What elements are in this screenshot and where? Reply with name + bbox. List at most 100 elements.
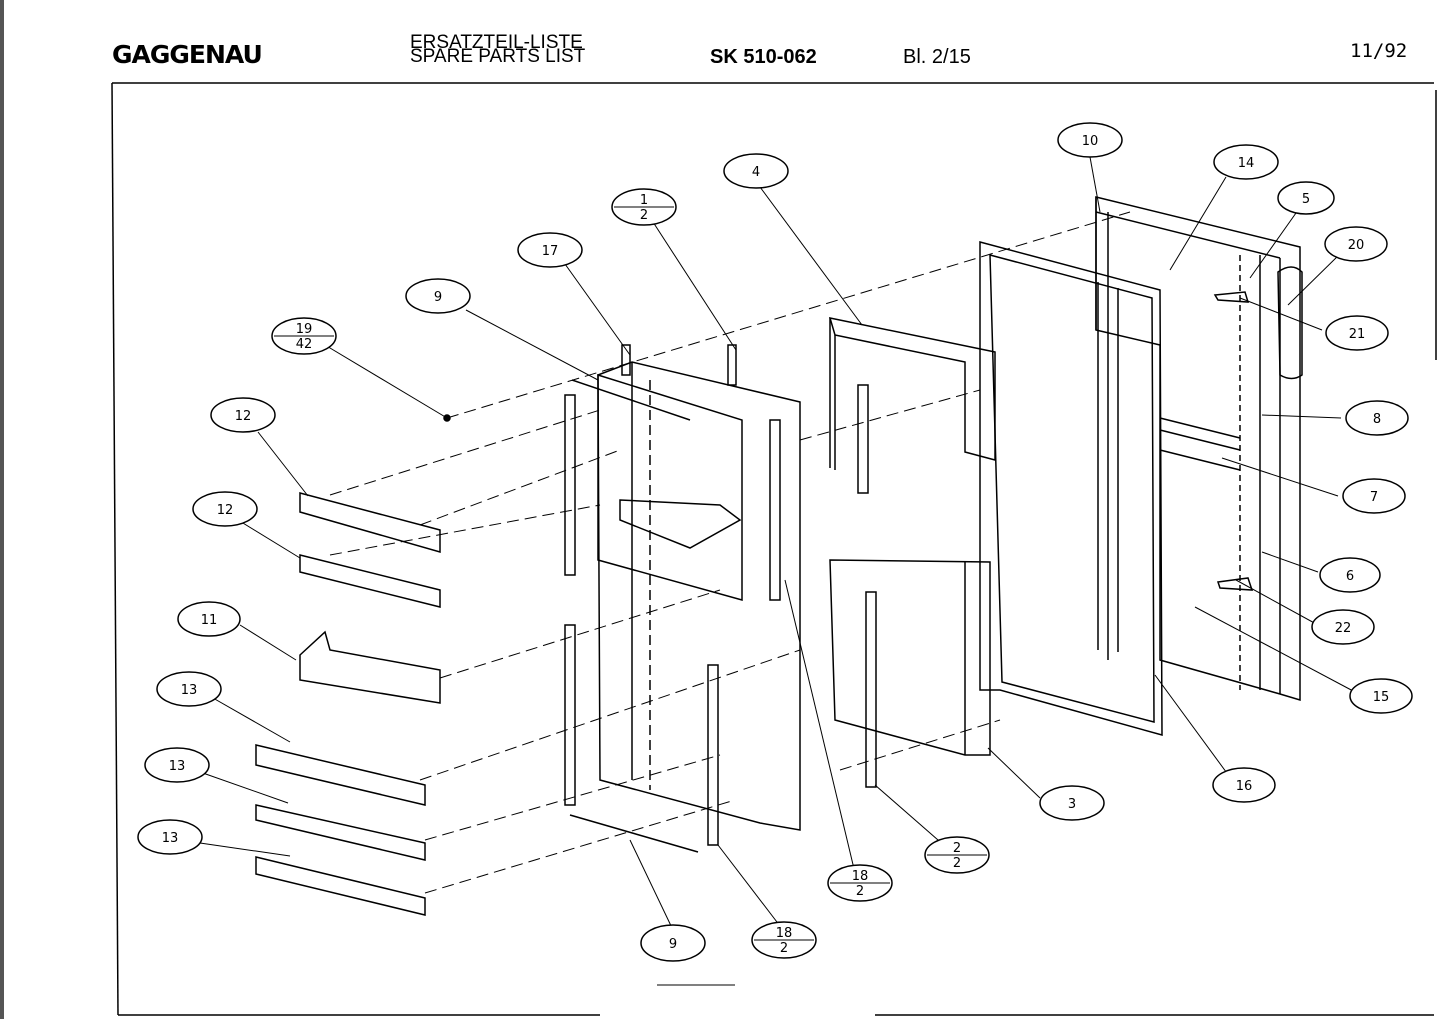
callout-9b: 9 — [640, 924, 706, 962]
callout-6: 6 — [1319, 557, 1381, 593]
callout-number: 2 — [640, 208, 648, 223]
leader-lines — [199, 156, 1356, 931]
callout-bubble — [192, 491, 258, 527]
callout-number: 4 — [752, 165, 760, 180]
callout-bubble — [723, 153, 789, 189]
inner-door-liner — [828, 317, 996, 788]
brand-logo: GAGGENAU — [112, 40, 263, 69]
sheet-number: Bl. 2/15 — [903, 46, 971, 68]
assembly-lines — [329, 211, 1131, 894]
callout-bubble — [144, 747, 210, 783]
callout-bubble — [1325, 315, 1389, 351]
callout-bubble — [1319, 557, 1381, 593]
scan-edge — [0, 0, 4, 1019]
callout-number: 17 — [542, 244, 559, 259]
callout-number: 42 — [296, 337, 313, 352]
callout-12b: 12 — [192, 491, 258, 527]
callout-number: 2 — [856, 884, 864, 899]
callout-13b: 13 — [144, 747, 210, 783]
callout-number: 7 — [1370, 490, 1378, 505]
callout-number: 10 — [1082, 134, 1099, 149]
callout-bubble — [156, 671, 222, 707]
hinge-fittings — [443, 291, 1254, 591]
cabinet-liner — [564, 344, 801, 853]
callout-bubble — [1213, 144, 1279, 180]
callout-18-2a: 182 — [751, 921, 817, 959]
callout-11: 11 — [177, 601, 241, 637]
callout-number: 1 — [640, 193, 648, 208]
callout-bubble — [1039, 785, 1105, 821]
callout-2-2: 22 — [924, 836, 990, 874]
callout-number: 20 — [1348, 238, 1365, 253]
callout-number: 12 — [235, 409, 252, 424]
callout-bubble — [1345, 400, 1409, 436]
callout-number: 15 — [1373, 690, 1390, 705]
callout-bubble — [405, 278, 471, 314]
drawing-frame — [111, 82, 1437, 1016]
callout-9a: 9 — [405, 278, 471, 314]
callout-number: 13 — [181, 683, 198, 698]
callout-15: 15 — [1349, 678, 1413, 714]
callout-13a: 13 — [156, 671, 222, 707]
callout-bubble — [640, 924, 706, 962]
callout-1-2: 12 — [611, 188, 677, 226]
callout-16: 16 — [1212, 767, 1276, 803]
callout-bubble — [1342, 478, 1406, 514]
callout-number: 14 — [1238, 156, 1255, 171]
callout-number: 3 — [1068, 797, 1076, 812]
callout-22: 22 — [1311, 609, 1375, 645]
callout-number: 9 — [434, 290, 442, 305]
callout-number: 22 — [1335, 621, 1352, 636]
callout-number: 12 — [217, 503, 234, 518]
title-english: SPARE PARTS LIST — [410, 46, 586, 67]
callout-number: 6 — [1346, 569, 1354, 584]
callout-3: 3 — [1039, 785, 1105, 821]
callout-number: 2 — [780, 941, 788, 956]
callout-14: 14 — [1213, 144, 1279, 180]
callout-8: 8 — [1345, 400, 1409, 436]
callout-number: 19 — [296, 322, 313, 337]
callout-number: 8 — [1373, 412, 1381, 427]
door-shelves — [255, 492, 441, 916]
callout-13c: 13 — [137, 819, 203, 855]
callout-number: 2 — [953, 841, 961, 856]
callout-bubble — [1349, 678, 1413, 714]
door-handle — [1277, 266, 1303, 380]
door-gasket — [979, 241, 1163, 736]
callout-number: 21 — [1349, 327, 1366, 342]
callout-bubble — [517, 232, 583, 268]
callout-number: 11 — [201, 613, 218, 628]
callout-number: 9 — [669, 937, 677, 952]
callout-18-2b: 182 — [827, 864, 893, 902]
callout-bubble — [1311, 609, 1375, 645]
callout-7: 7 — [1342, 478, 1406, 514]
callout-bubble — [1212, 767, 1276, 803]
title-german: ERSATZTEIL-LISTE — [410, 32, 583, 53]
callout-group: 1014520218762215163412179194212121113131… — [137, 122, 1413, 962]
callout-10: 10 — [1057, 122, 1123, 158]
callout-12a: 12 — [210, 397, 276, 433]
callout-bubble — [210, 397, 276, 433]
callout-4: 4 — [723, 153, 789, 189]
callout-number: 13 — [162, 831, 179, 846]
callout-21: 21 — [1325, 315, 1389, 351]
model-number: SK 510-062 — [710, 46, 817, 68]
callout-number: 13 — [169, 759, 186, 774]
callout-number: 18 — [776, 926, 793, 941]
callout-bubble — [177, 601, 241, 637]
callout-number: 18 — [852, 869, 869, 884]
callout-bubble — [1277, 181, 1335, 215]
callout-20: 20 — [1324, 226, 1388, 262]
callout-bubble — [137, 819, 203, 855]
callout-17: 17 — [517, 232, 583, 268]
issue-date: 11/92 — [1350, 40, 1408, 62]
callout-bubble — [1324, 226, 1388, 262]
callout-number: 2 — [953, 856, 961, 871]
callout-number: 16 — [1236, 779, 1253, 794]
callout-bubble — [1057, 122, 1123, 158]
callout-5: 5 — [1277, 181, 1335, 215]
callout-number: 5 — [1302, 192, 1310, 207]
door-outer-panel — [1095, 196, 1301, 702]
